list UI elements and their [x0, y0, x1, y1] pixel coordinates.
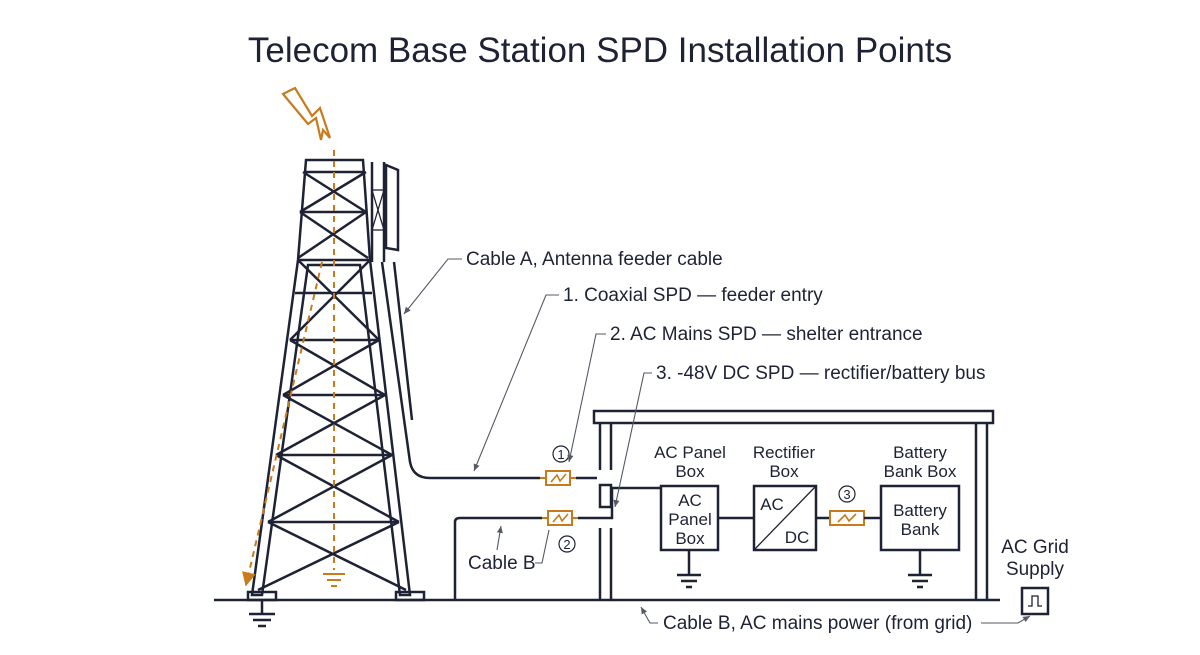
battery-header-2: Bank Box: [884, 462, 957, 481]
equipment-shelter: [592, 409, 995, 600]
battery-body-2: Bank: [901, 520, 940, 539]
ground-symbol-icon: [323, 573, 345, 587]
callout-spd-2: 2. AC Mains SPD — shelter entrance: [610, 324, 923, 345]
callout-spd-3: 3. -48V DC SPD — rectifier/battery bus: [656, 363, 985, 384]
spd-3-marker-label: 3: [843, 487, 850, 502]
spd-fuse-icon: [542, 510, 578, 526]
spd-3-marker: [838, 485, 856, 503]
ground-symbol-icon: [677, 550, 701, 589]
spd-2-marker: [558, 535, 576, 553]
antenna-mast: [370, 162, 386, 262]
rectifier-header-1: Rectifier: [753, 443, 816, 462]
rectifier-header-2: Box: [769, 462, 799, 481]
cable-b-mains: [453, 516, 542, 600]
ac-grid-supply-icon: [1020, 586, 1050, 616]
ac-grid-label-1: AC Grid: [1001, 537, 1069, 558]
spd-fuse-icon: [829, 510, 865, 526]
lattice-tower: [246, 158, 426, 602]
callout-cable-b: Cable B: [468, 553, 536, 574]
ac-panel-header-2: Box: [675, 462, 705, 481]
callout-cable-a: Cable A, Antenna feeder cable: [466, 249, 723, 270]
cable-a-feeder: [380, 261, 540, 480]
ac-panel-body-2: Panel: [668, 510, 711, 529]
spd-fuse-icon: [540, 470, 576, 486]
ac-panel-body-3: Box: [675, 529, 705, 548]
ac-panel-header-1: AC Panel: [654, 443, 726, 462]
spd-1-marker-label: 1: [557, 447, 564, 462]
ground-symbol-icon: [908, 550, 932, 589]
callout-cable-b-mains: Cable B, AC mains power (from grid): [663, 613, 972, 634]
ground-symbol-icon: [249, 600, 275, 628]
lightning-bolt-icon: [281, 86, 332, 141]
antenna-panel-icon: [384, 163, 400, 252]
spd-2-marker-label: 2: [563, 537, 570, 552]
ac-panel-body-1: AC: [678, 491, 702, 510]
battery-body-1: Battery: [893, 501, 947, 520]
page-title: Telecom Base Station SPD Installation Po…: [248, 31, 952, 70]
rectifier-ac-label: AC: [760, 495, 784, 514]
callout-spd-1: 1. Coaxial SPD — feeder entry: [563, 285, 823, 306]
ac-grid-label-2: Supply: [1006, 559, 1065, 580]
spd-1-marker: [552, 445, 570, 463]
rectifier-dc-label: DC: [785, 528, 810, 547]
battery-header-1: Battery: [893, 443, 947, 462]
